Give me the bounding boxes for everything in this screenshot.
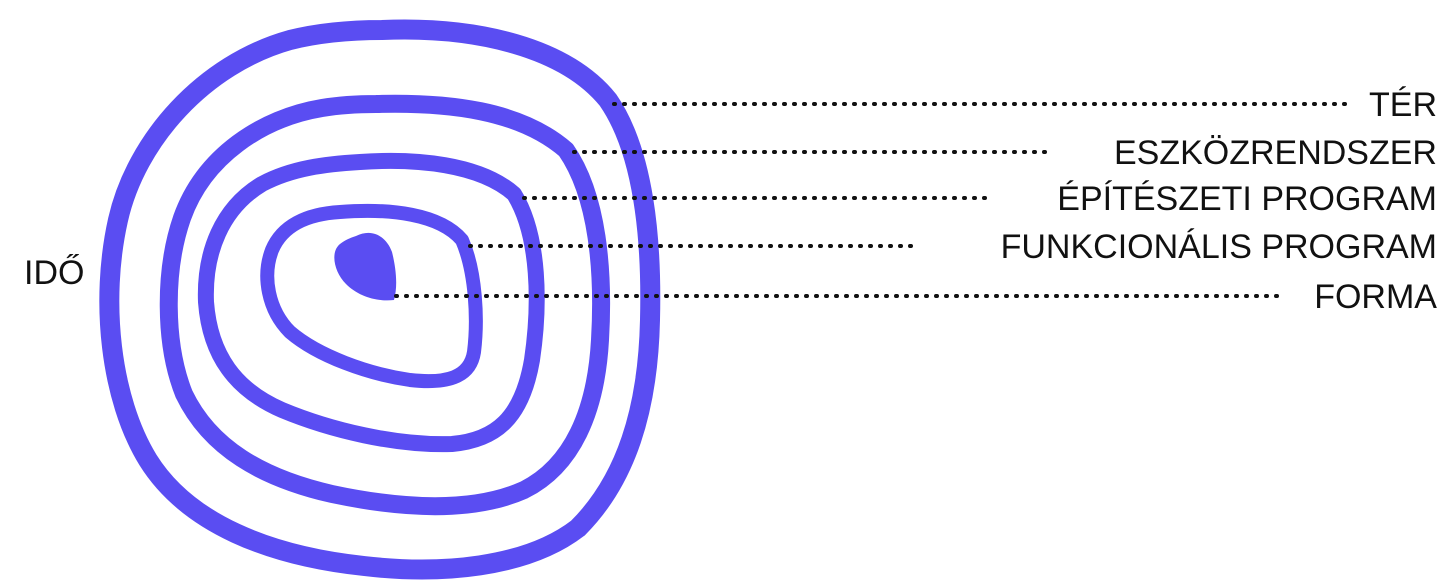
layer-label-epiteszeti-program: ÉPÍTÉSZETI PROGRAM <box>1057 180 1437 218</box>
core-forma <box>334 233 396 301</box>
axis-label-ido: IDŐ <box>24 254 84 292</box>
ring-epiteszeti-program <box>206 161 537 444</box>
layer-label-ter: TÉR <box>1369 86 1437 124</box>
layer-label-eszkozrendszer: ESZKÖZRENDSZER <box>1114 134 1437 172</box>
layer-label-funkcionalis-program: FUNKCIONÁLIS PROGRAM <box>1001 228 1437 266</box>
layer-label-forma: FORMA <box>1314 278 1437 316</box>
